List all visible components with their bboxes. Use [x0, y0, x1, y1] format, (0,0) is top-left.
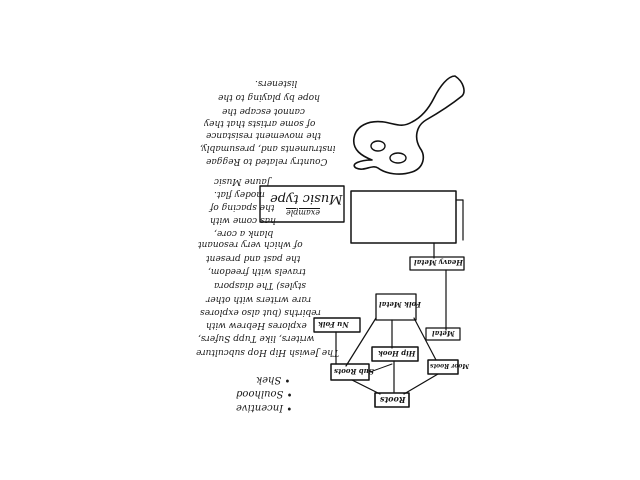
note-line: the spacing of [210, 202, 274, 212]
large-rectangle [351, 191, 456, 243]
note-line: the movement resistance [206, 130, 321, 140]
blob-shape [354, 76, 464, 174]
note-line: of some artists that they [204, 118, 315, 128]
left-child-label: Sub Roots [334, 367, 374, 376]
bullet-item: • Incentive [236, 402, 292, 413]
note-line: of which very resonant [198, 239, 303, 249]
note-line: hope by playing to the [218, 92, 320, 102]
note-line: rare writers with other [206, 294, 311, 304]
root-label: Roots [380, 395, 406, 405]
music-type-caption: example [286, 208, 320, 217]
note-line: has come with [210, 215, 276, 225]
blob-eye-left [371, 141, 385, 151]
note-line: rebirths (but also explores [200, 307, 321, 317]
blob-eye-right [390, 153, 406, 163]
note-line: cannot escape the [222, 106, 305, 116]
right-label: Metal [432, 329, 455, 338]
note-line: listeners. [255, 78, 297, 88]
note-line: travels with freedom, [208, 266, 306, 276]
right-child-label: Moor Roots [430, 362, 469, 369]
note-line: the past and present [206, 253, 300, 263]
left-leaf-label: Nu Folk [318, 320, 349, 329]
note-line: The Jewish Hip Hop subculture [196, 347, 339, 357]
note-line: Country related to Reggae [206, 156, 327, 166]
bullet-item: • Soulhood [236, 388, 292, 399]
center-child-label: Hip Hook [378, 349, 415, 358]
center-top-label: Folk Metal [379, 300, 421, 309]
top-label: Heavy Metal [414, 258, 463, 267]
note-line: Jaune Music [214, 176, 270, 186]
note-line: writers, like Tupp Sufers, [198, 333, 314, 343]
note-line: explores Hebrew with [206, 320, 307, 330]
note-line: blank a core, [214, 228, 273, 238]
bullet-item: • Shek [256, 374, 290, 385]
note-line: instruments and, presumably, [200, 143, 336, 153]
note-line: modey flat. [214, 189, 265, 199]
music-type-title: Music type [270, 191, 343, 206]
note-line: styles) The diaspora [214, 280, 306, 290]
